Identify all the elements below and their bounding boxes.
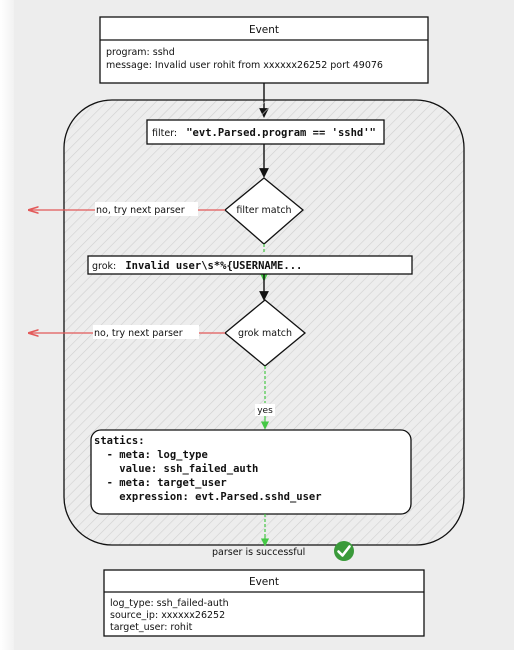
input-event-box: Event program: sshd message: Invalid use… xyxy=(99,16,429,84)
grok-no-label: no, try next parser xyxy=(94,328,183,339)
filter-expression: "evt.Parsed.program == 'sshd'" xyxy=(186,127,376,139)
statics-line: - meta: log_type xyxy=(94,449,208,461)
output-event-box: Event log_type: ssh_failed-auth source_i… xyxy=(103,569,425,637)
output-event-line: log_type: ssh_failed-auth xyxy=(110,598,229,609)
output-event-title: Event xyxy=(249,576,279,588)
svg-text:filter: "evt.Parsed.pr: filter: "evt.Parsed.program == 'sshd'" xyxy=(152,121,376,140)
filter-no-label-bg xyxy=(95,202,198,216)
grok-match-label: grok match xyxy=(238,328,292,339)
statics-line: value: ssh_failed_auth xyxy=(94,463,258,475)
output-event-line: target_user: rohit xyxy=(110,622,193,633)
input-event-line: program: sshd xyxy=(106,47,175,58)
grok-yes-bg xyxy=(255,404,275,416)
grok-label: grok: xyxy=(92,261,116,272)
grok-yes-label: yes xyxy=(257,406,273,416)
check-circle-icon xyxy=(334,541,354,561)
filter-label: filter: xyxy=(152,128,177,139)
grok-box: grok: Invalid user\s*%{USERNAME... xyxy=(87,254,413,275)
success-label: parser is successful xyxy=(212,547,305,558)
input-event-line: message: Invalid user rohit from xxxxxx2… xyxy=(106,60,383,71)
svg-text:grok: Invalid user\s*%: grok: Invalid user\s*%{USERNAME... xyxy=(92,254,302,273)
filter-match-label: filter match xyxy=(236,205,291,216)
statics-line: statics: xyxy=(94,435,145,447)
grok-expression: Invalid user\s*%{USERNAME... xyxy=(125,260,302,272)
filter-box: filter: "evt.Parsed.program == 'sshd'" xyxy=(146,119,385,145)
grok-no-label-bg xyxy=(93,325,199,339)
input-event-title: Event xyxy=(249,24,279,36)
statics-line: - meta: target_user xyxy=(94,477,227,489)
left-edge-fade xyxy=(0,0,14,650)
output-event-line: source_ip: xxxxxx26252 xyxy=(110,610,225,621)
statics-box: statics: - meta: log_type value: ssh_fai… xyxy=(90,429,412,515)
statics-line: expression: evt.Parsed.sshd_user xyxy=(94,491,322,503)
filter-no-label: no, try next parser xyxy=(96,205,185,216)
